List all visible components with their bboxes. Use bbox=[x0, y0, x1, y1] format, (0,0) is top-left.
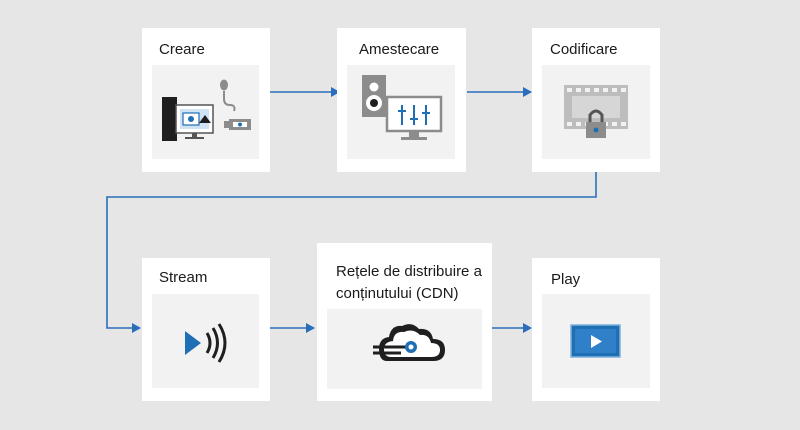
step-illustration-stream bbox=[152, 294, 259, 388]
mixing-console-icon bbox=[362, 75, 443, 140]
step-title-stream: Stream bbox=[159, 269, 208, 286]
step-illustration-mix bbox=[347, 65, 455, 159]
step-card-mix: Amestecare bbox=[337, 28, 466, 172]
step-card-play: Play bbox=[532, 258, 660, 401]
audio-stream-icon bbox=[185, 323, 227, 363]
arrow-encode-to-stream bbox=[106, 172, 597, 333]
step-card-stream: Stream bbox=[142, 258, 270, 401]
cloud-network-icon bbox=[373, 324, 445, 361]
step-title-play: Play bbox=[551, 271, 581, 288]
step-card-create: Creare bbox=[142, 28, 270, 172]
step-illustration-play bbox=[542, 294, 650, 388]
step-title-create: Creare bbox=[159, 41, 205, 58]
step-illustration-cdn bbox=[327, 309, 482, 389]
step-title-cdn: Rețele de distribuire a conținutului (CD… bbox=[336, 263, 482, 302]
step-card-cdn: Rețele de distribuire a conținutului (CD… bbox=[317, 243, 492, 401]
step-illustration-create bbox=[152, 65, 259, 159]
encrypted-film-icon bbox=[564, 85, 628, 138]
step-illustration-encode bbox=[542, 65, 650, 159]
step-title-mix: Amestecare bbox=[359, 41, 440, 58]
play-screen-icon bbox=[570, 324, 621, 358]
step-title-encode: Codificare bbox=[550, 41, 618, 58]
recording-setup-icon bbox=[162, 79, 251, 141]
step-card-encode: Codificare bbox=[532, 28, 660, 172]
